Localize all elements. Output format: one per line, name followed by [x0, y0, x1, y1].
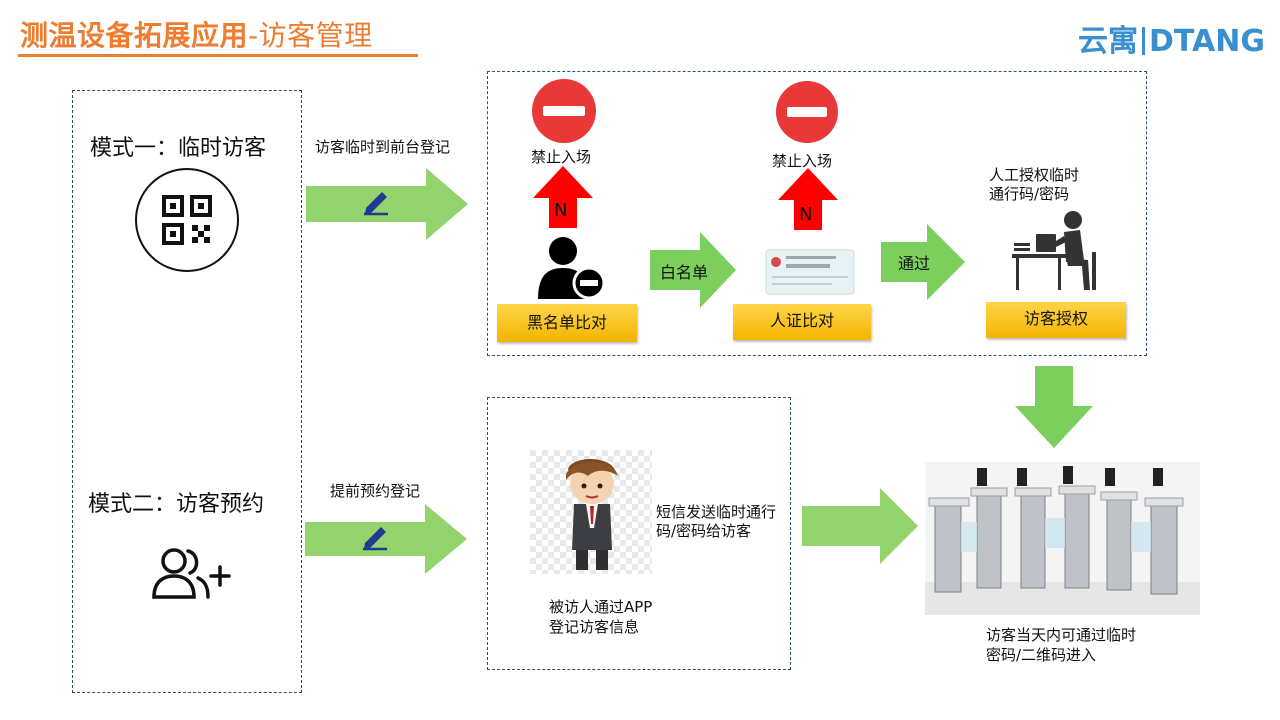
host-line2: 登记访客信息 [549, 618, 640, 636]
whitelist-arrow [650, 232, 736, 308]
pencil-icon [364, 192, 388, 216]
page-title: 测温设备拓展应用-访客管理 [20, 14, 373, 54]
result-line2: 密码/二维码进入 [986, 646, 1097, 664]
title-main: 测温设备拓展应用 [20, 19, 249, 52]
flow2-panel [487, 397, 791, 670]
sms-line1: 短信发送临时通行 [656, 503, 777, 521]
brand-logo: 云寓 DTANG [1078, 16, 1265, 60]
mode1-arrow-text: 访客临时到前台登记 [315, 138, 451, 156]
forbid-text-1: 禁止入场 [531, 148, 592, 166]
title-underline [18, 54, 418, 57]
logo-en: DTANG [1149, 24, 1265, 59]
red-up-arrow-1 [533, 166, 593, 228]
id-card-icon [765, 249, 855, 295]
no-mark-2: N [799, 204, 813, 225]
manual-auth-line2: 通行码/密码 [989, 185, 1070, 203]
forbid-text-2: 禁止入场 [772, 152, 833, 170]
host-line1: 被访人通过APP [549, 598, 653, 616]
pencil-icon [363, 527, 387, 551]
mode2-label: 模式二：访客预约 [88, 492, 265, 517]
to-gate-arrow [802, 488, 918, 564]
blocked-user-icon [538, 237, 606, 300]
step-id-compare: 人证比对 [733, 304, 871, 340]
step-blacklist-compare: 黑名单比对 [497, 304, 637, 342]
result-line1: 访客当天内可通过临时 [986, 626, 1137, 644]
modes-panel [72, 90, 302, 693]
sms-line2: 码/密码给访客 [656, 522, 752, 540]
turnstile-gates-image [925, 462, 1200, 615]
whitelist-label: 白名单 [660, 263, 709, 282]
mode1-label: 模式一：临时访客 [90, 136, 267, 161]
title-sub: -访客管理 [248, 19, 373, 52]
pass-arrow [881, 224, 965, 300]
no-mark-1: N [554, 200, 568, 221]
mode2-arrow-text: 提前预约登记 [330, 482, 421, 500]
host-person-icon [530, 450, 652, 574]
mode1-arrow [306, 168, 468, 240]
add-user-icon [152, 548, 231, 599]
qr-code-icon [135, 168, 239, 272]
down-arrow [1015, 366, 1093, 448]
stop-sign-icon [776, 81, 838, 143]
pass-label: 通过 [898, 254, 931, 273]
flow1-panel [487, 71, 1147, 356]
stop-sign-icon [532, 79, 596, 143]
red-up-arrow-2 [778, 168, 838, 230]
mode2-arrow [305, 504, 467, 574]
logo-cn: 云寓 [1078, 24, 1138, 59]
desk-worker-icon [1012, 211, 1096, 290]
manual-auth-line1: 人工授权临时 [989, 166, 1080, 184]
step-visitor-auth: 访客授权 [986, 302, 1126, 338]
logo-divider [1142, 27, 1145, 55]
